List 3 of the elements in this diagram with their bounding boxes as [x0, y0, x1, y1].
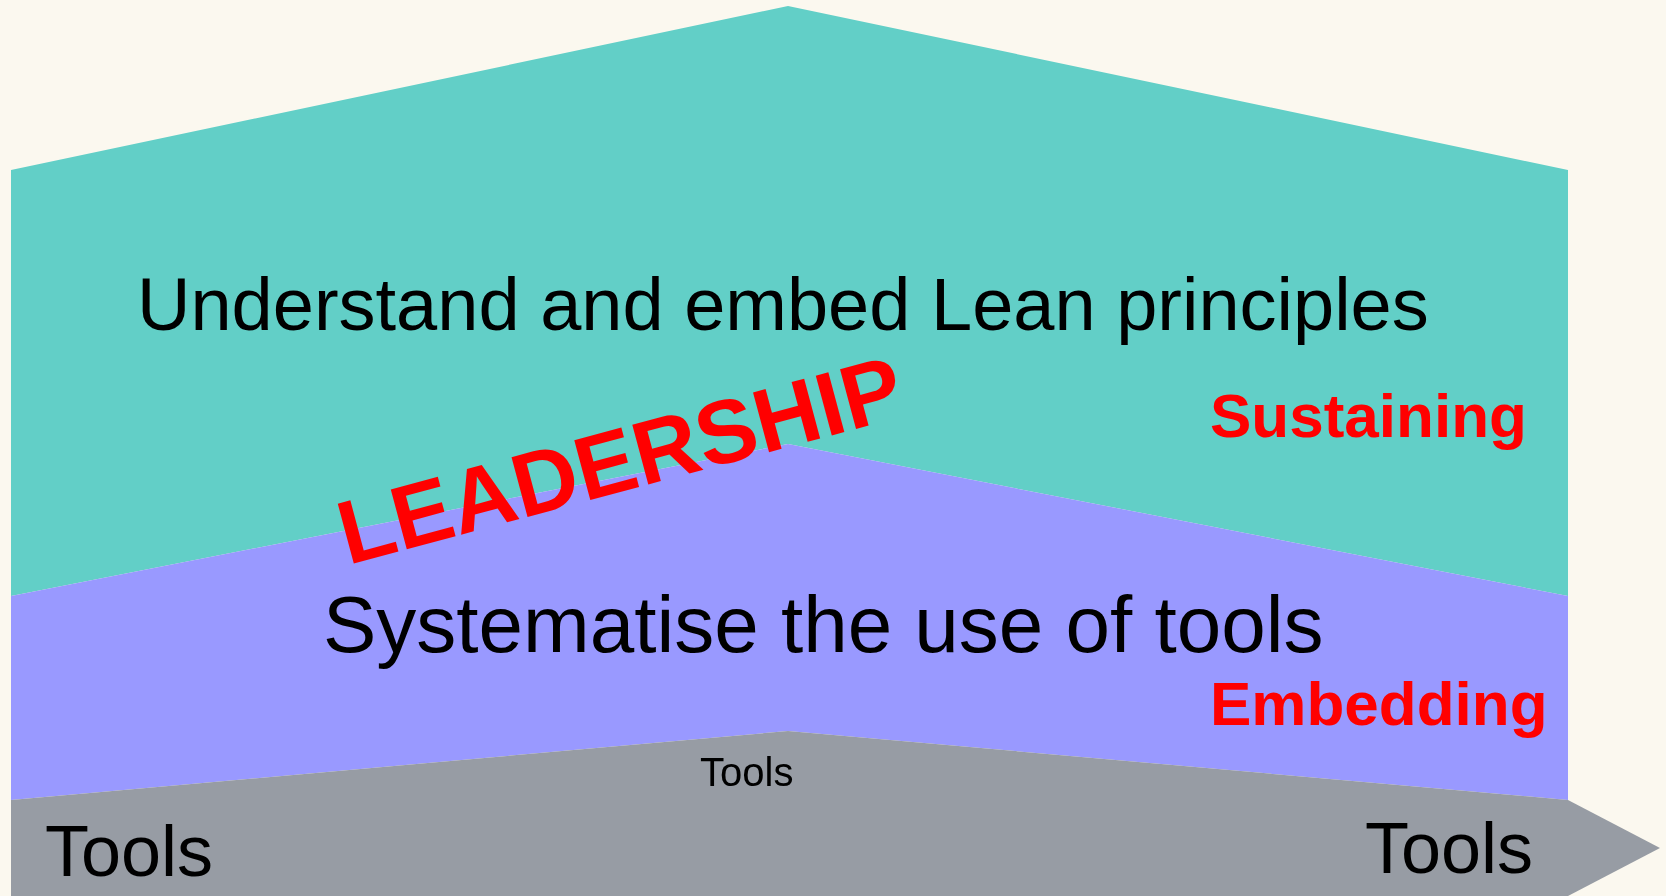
band-text: Tools — [45, 815, 214, 887]
band-text: Tools — [700, 752, 794, 792]
band-text: Tools — [1365, 812, 1534, 884]
